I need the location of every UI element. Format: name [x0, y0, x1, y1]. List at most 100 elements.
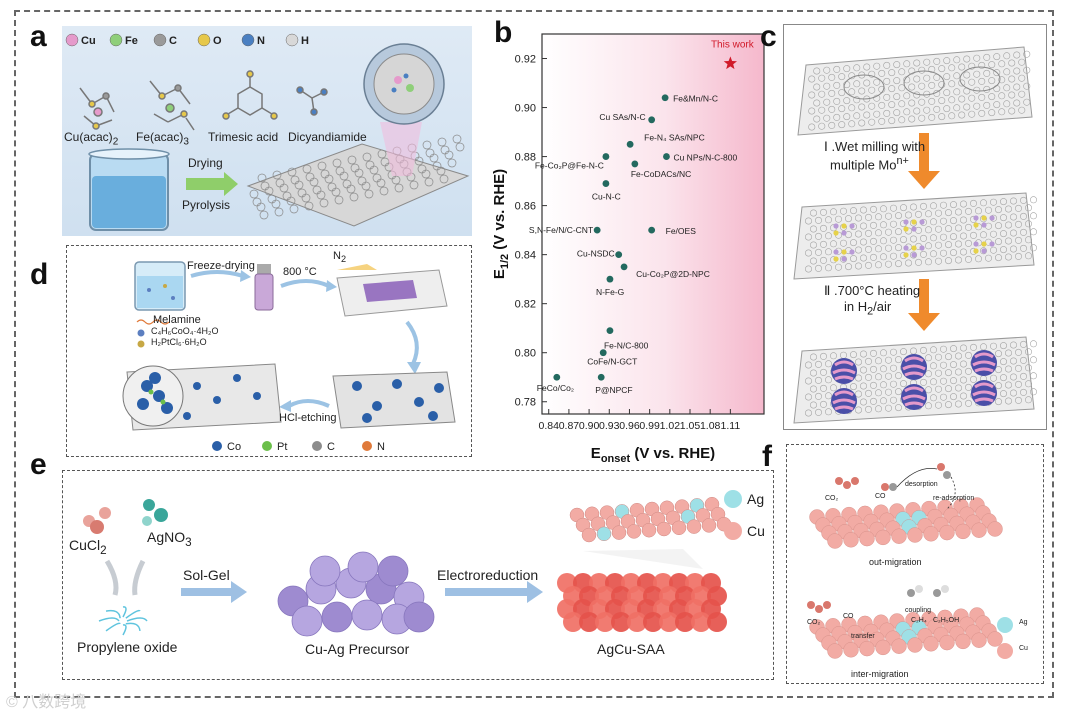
cobalt-particle [352, 381, 362, 391]
graphene-sheet-3 [793, 336, 1038, 424]
cu-atom [955, 523, 971, 540]
ag-legend-label: Ag [1019, 619, 1028, 626]
point-label: Fe&Mn/N-C [673, 94, 718, 104]
mo-cluster-atom [981, 241, 987, 247]
x-tick-label: 0.99 [639, 420, 660, 432]
cu-atom [843, 642, 859, 658]
point-label: Fe-Co₂P@Fe-N-C [535, 161, 604, 171]
magnified-inset [363, 43, 445, 176]
cu-atom [875, 639, 891, 656]
freeze-drying-label: Freeze-drying [187, 260, 255, 272]
point-label: Fe/OES [666, 226, 697, 236]
panel-f: desorption re-adsorption CO₂ CO out-migr… [786, 444, 1044, 684]
pyrolysis-label: Pyrolysis [182, 198, 231, 212]
cu-legend-icon [997, 643, 1013, 659]
co-label-bottom: CO [843, 613, 854, 620]
cu-atom [875, 529, 891, 546]
mo-cluster-atom [989, 215, 995, 221]
cobalt-reagent-label: C₄H₆CoO₄·4H₂O [151, 326, 219, 336]
agno3-label: AgNO3 [147, 529, 192, 549]
cu-atom [701, 518, 717, 533]
mo-cluster-atom [911, 245, 917, 251]
mo-cluster-atom [981, 222, 987, 228]
x-tick-label: 0.84 [539, 420, 560, 432]
cobalt-particle [253, 392, 261, 400]
graphene-sheet-1 [797, 46, 1033, 136]
y-tick-label: 0.92 [515, 54, 536, 66]
cu-surface-bottom [809, 607, 1003, 659]
panel-f-label: f [762, 440, 772, 473]
cu-atom [611, 525, 627, 540]
drying-label: Drying [188, 156, 223, 170]
agcu-petal [611, 612, 631, 632]
cu-legend-label: Cu [1019, 645, 1028, 652]
cu-atom [987, 631, 1003, 647]
n2-label: N2 [333, 250, 347, 265]
c2h5oh-label: C₂H₅OH [933, 617, 960, 624]
cu-ag-precursor-cluster [277, 551, 435, 637]
legend-h-dot [285, 33, 299, 47]
cu-atom [923, 526, 939, 542]
cobalt-particle [161, 402, 173, 414]
cobalt-particle [392, 379, 402, 389]
y-tick-label: 0.90 [515, 103, 536, 115]
mo-cluster-atom [841, 230, 847, 236]
cobalt-particle [153, 390, 165, 402]
mo-cluster-atom [973, 222, 979, 228]
x-tick-label: 1.11 [721, 420, 741, 432]
point-label: Cu-NSDC [577, 249, 615, 259]
legend-o-dot [197, 33, 211, 47]
mo-cluster-atom [973, 215, 979, 221]
nanotube-with-particles [332, 371, 456, 429]
cu-atom [987, 521, 1003, 537]
agcu-petal [563, 612, 583, 632]
point-label: Fe-N/C-800 [604, 341, 649, 351]
x-tick-label: 0.87 [559, 420, 580, 432]
readsorption-label: re-adsorption [933, 495, 975, 502]
cobalt-particle [434, 383, 444, 393]
y-tick-label: 0.86 [515, 201, 536, 213]
precursor-sphere [321, 601, 353, 633]
trimesic-acid-label: Trimesic acid [208, 130, 279, 144]
y-tick-label: 0.80 [515, 348, 536, 360]
mo-cluster-atom [973, 248, 979, 254]
cu-atom [686, 519, 702, 534]
x-tick-label: 1.08 [700, 420, 721, 432]
mo-cluster-atom [903, 226, 909, 232]
data-point [663, 153, 670, 160]
y-tick-label: 0.88 [515, 152, 536, 164]
agcu-saa-cluster [557, 573, 727, 632]
step2-label: Ⅱ .700°C heating in H2/air [824, 283, 921, 318]
mo-cluster-atom [919, 245, 925, 251]
ag-legend-icon [997, 617, 1013, 633]
platinum-reagent-label: H₂PtCl₆·6H₂O [151, 337, 207, 347]
cobalt-particle [137, 398, 149, 410]
cu-acac-label: Cu(acac)2 [64, 130, 119, 148]
mo-cluster-atom [849, 223, 855, 229]
agcu-petal [579, 612, 599, 632]
agcu-petal [595, 612, 615, 632]
legend-fe-label: Fe [125, 35, 138, 47]
precursor-sphere [347, 551, 379, 583]
melamine-icon [136, 319, 170, 325]
cu-atom [656, 521, 672, 537]
cu-legend-label: Cu [747, 523, 765, 539]
propylene-oxide-icon [98, 606, 148, 636]
out-migration-label: out-migration [869, 557, 922, 567]
cu-atom [939, 634, 955, 651]
melamine-label: Melamine [153, 314, 201, 326]
solgel-arrow-icon [181, 581, 247, 603]
x-tick-label: 0.90 [579, 420, 600, 432]
panel-f-illustration [807, 463, 1013, 659]
cu-legend-icon [724, 522, 742, 540]
precursor-sphere [403, 601, 435, 633]
mo-cluster-atom [911, 226, 917, 232]
y-tick-label: 0.78 [515, 397, 536, 409]
panel-c-illustration [793, 46, 1038, 424]
transfer-label: transfer [851, 633, 875, 640]
desorption-label: desorption [905, 481, 938, 488]
